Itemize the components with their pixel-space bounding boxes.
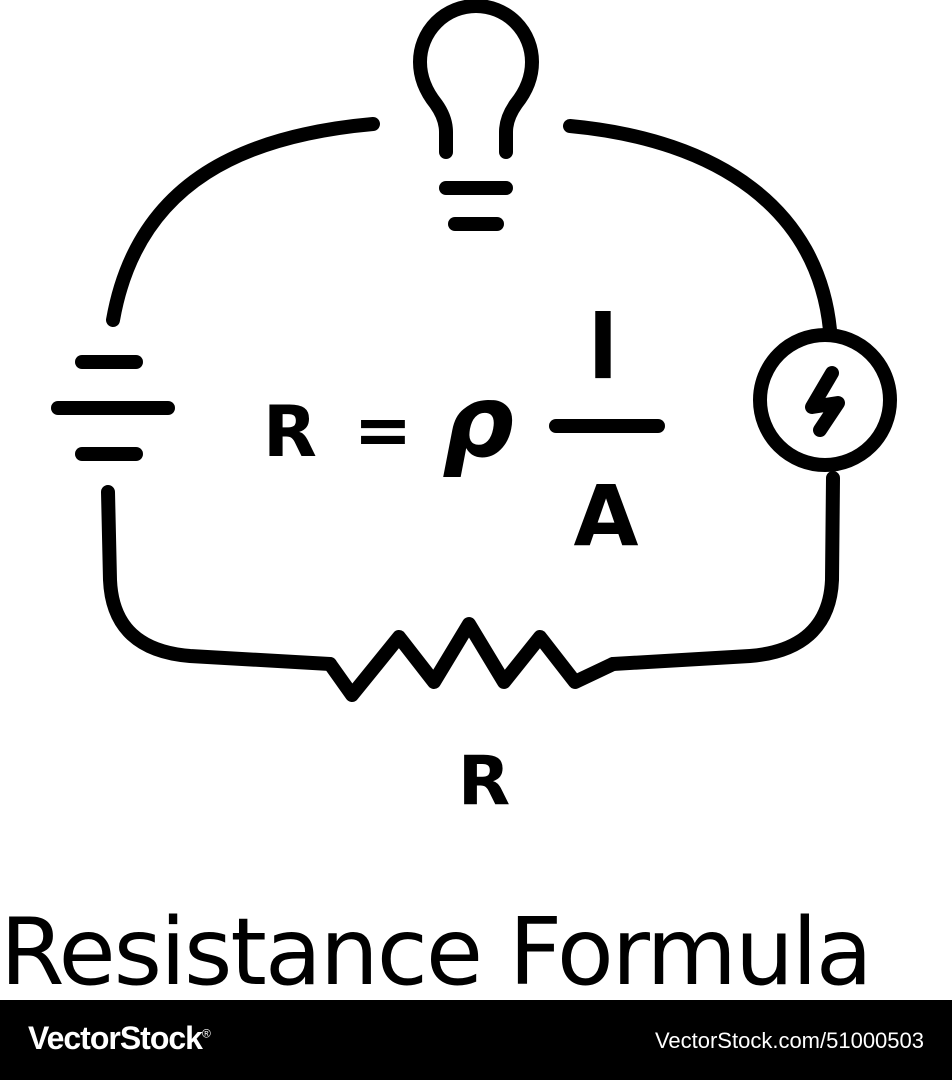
formula-denominator: A [573,467,638,565]
resistance-circuit-diagram: R = ρ l A R [51,0,897,821]
wire-bottom-left [101,485,337,671]
resistor-zigzag-icon [323,617,620,702]
battery-icon [51,355,175,461]
light-bulb-icon [413,0,539,231]
page-title: Resistance Formula [0,902,873,1002]
wire-bottom-right [606,471,840,671]
lightning-bolt-icon [753,328,897,472]
watermark-footer: VectorStock® VectorStock.com/51000503 [0,1000,952,1080]
formula-rho: ρ [442,363,514,480]
brand-name: VectorStock [28,1020,203,1056]
resistor-label: R [458,742,510,821]
formula-equals: = [354,389,413,471]
wire-top-right [563,119,837,337]
formula-r: R [263,391,317,473]
wire-top-left [106,117,380,327]
brand-mark: ® [201,1026,211,1041]
formula-numerator: l [588,296,618,399]
brand-logo: VectorStock® [28,1020,211,1057]
image-id: VectorStock.com/51000503 [654,1028,924,1053]
